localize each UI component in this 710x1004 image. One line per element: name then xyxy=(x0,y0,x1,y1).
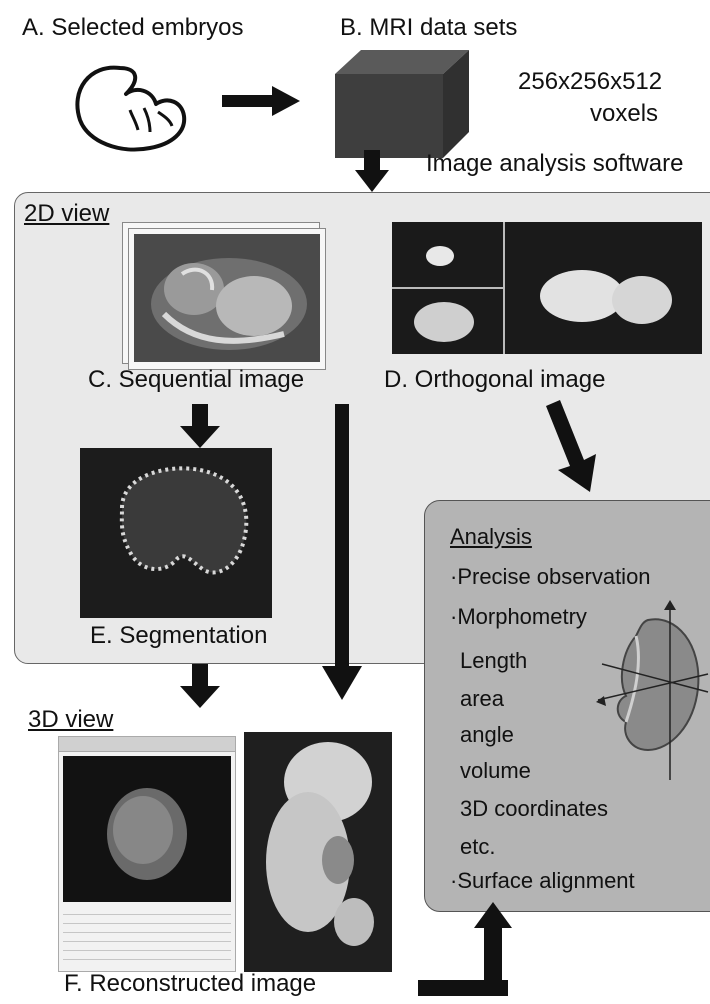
reconstruction-software-window xyxy=(58,736,236,972)
step-b-label: B. MRI data sets xyxy=(340,14,517,42)
orthogonal-image xyxy=(392,222,702,354)
embryo-outline-icon xyxy=(60,50,220,160)
measure-etc: etc. xyxy=(460,834,495,860)
embryo-model-icon xyxy=(596,600,710,780)
analysis-item-morphometry: ·Morphometry xyxy=(450,604,587,630)
view-2d-title: 2D view xyxy=(24,200,109,228)
reconstructed-embryo-render xyxy=(244,732,392,972)
voxels-dimension: 256x256x512 xyxy=(518,68,662,96)
mri-cube-icon xyxy=(335,50,470,160)
software-toolbar xyxy=(59,737,235,752)
arrow-icon xyxy=(540,400,610,492)
measure-volume: volume xyxy=(460,758,531,784)
arrow-icon xyxy=(180,404,220,448)
measure-3d-coordinates: 3D coordinates xyxy=(460,796,608,822)
sequential-label: C. Sequential image xyxy=(88,366,304,394)
sequential-image xyxy=(134,234,320,362)
analysis-item-surface-alignment: ·Surface alignment xyxy=(450,868,635,894)
software-label: Image analysis software xyxy=(426,150,683,178)
segmentation-label: E. Segmentation xyxy=(90,622,267,650)
measure-angle: angle xyxy=(460,722,514,748)
step-a-label: A. Selected embryos xyxy=(22,14,243,42)
arrow-icon xyxy=(355,150,389,192)
analysis-item-observation: ·Precise observation xyxy=(450,564,651,590)
voxels-unit: voxels xyxy=(590,100,658,128)
segmentation-image xyxy=(80,448,272,618)
measure-length: Length xyxy=(460,648,527,674)
reconstructed-label: F. Reconstructed image xyxy=(64,970,316,998)
arrow-icon xyxy=(418,900,520,1004)
orthogonal-label: D. Orthogonal image xyxy=(384,366,605,394)
arrow-icon xyxy=(180,664,220,708)
arrow-icon xyxy=(222,86,300,116)
analysis-title: Analysis xyxy=(450,524,532,550)
arrow-icon xyxy=(322,404,362,700)
view-3d-title: 3D view xyxy=(28,706,113,734)
measure-area: area xyxy=(460,686,504,712)
software-viewport xyxy=(63,756,231,902)
software-info-panel xyxy=(63,906,231,968)
